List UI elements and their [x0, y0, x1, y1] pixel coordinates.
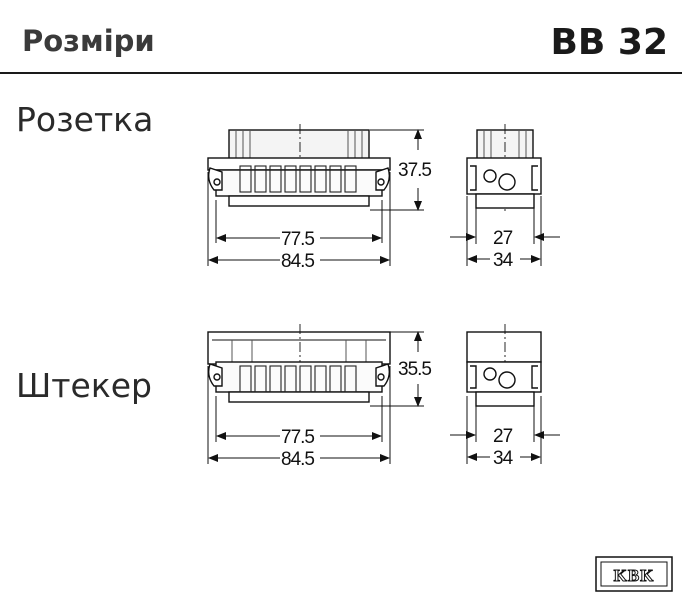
socket-front-view — [207, 124, 391, 207]
socket-side-outer-dim: 34 — [493, 250, 514, 271]
plug-outer-width-dim: 84.5 — [281, 449, 314, 470]
plug-front-view — [207, 324, 391, 403]
socket-outer-width-dim: 84.5 — [281, 251, 314, 272]
plug-side-inner-dim: 27 — [493, 426, 513, 447]
plug-side-view — [466, 324, 542, 408]
plug-front-dimensions — [207, 331, 424, 464]
socket-side-dimensions — [450, 196, 560, 266]
socket-inner-width-dim: 77.5 — [281, 229, 314, 250]
socket-front-dimensions — [207, 129, 424, 266]
svg-text:KBK: KBK — [614, 566, 655, 585]
socket-height-dim: 37.5 — [398, 160, 431, 181]
socket-side-inner-dim: 27 — [493, 228, 513, 249]
plug-side-dimensions — [450, 396, 560, 464]
kbk-logo: KBK — [595, 556, 673, 592]
plug-inner-width-dim: 77.5 — [281, 427, 314, 448]
plug-height-dim: 35.5 — [398, 359, 431, 380]
plug-side-outer-dim: 34 — [493, 448, 514, 469]
socket-label: Розетка — [16, 100, 154, 139]
header-divider — [0, 72, 682, 74]
page-title: Розміри — [22, 24, 155, 58]
plug-label: Штекер — [16, 366, 152, 405]
model-number: BB 32 — [550, 22, 668, 63]
socket-side-view — [466, 124, 542, 212]
